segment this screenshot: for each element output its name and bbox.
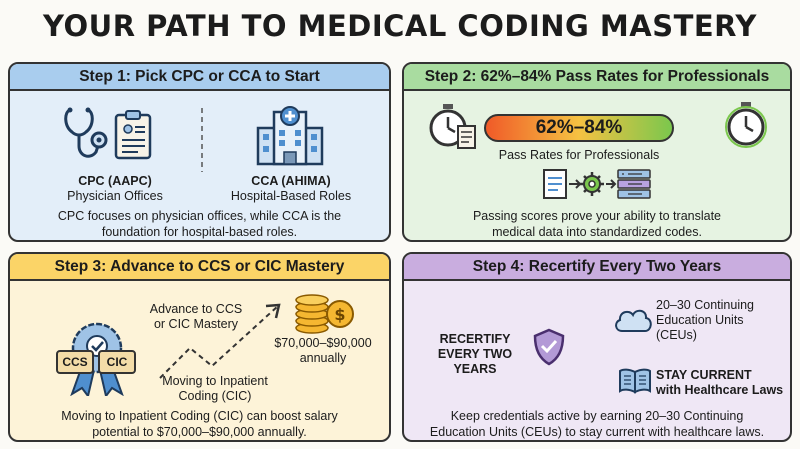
code-block-icon — [617, 169, 651, 199]
step4-blurb-line2: Education Units (CEUs) to stay current w… — [429, 425, 765, 439]
stopwatch-icon — [725, 102, 767, 148]
gear-icon — [580, 172, 604, 196]
ccs-badge: CCS — [56, 350, 94, 374]
growth-arrow — [159, 303, 281, 379]
recertify-line2: EVERY TWO YEARS — [437, 347, 513, 376]
open-book-icon — [619, 368, 651, 394]
cic-badge: CIC — [98, 350, 136, 374]
divider — [201, 108, 203, 172]
ceu-line2: Education Units — [656, 313, 744, 327]
process-flow — [543, 169, 651, 199]
step2-blurb-line1: Passing scores prove your ability to tra… — [472, 209, 722, 223]
cca-subtitle: Hospital-Based Roles — [230, 189, 352, 203]
advance-line1: Advance to CCS — [149, 302, 243, 316]
salary-line2: annually — [299, 351, 347, 365]
step1-panel: Step 1: Pick CPC or CCA to Start CPC (AA… — [8, 62, 391, 242]
step3-header: Step 3: Advance to CCS or CIC Mastery — [10, 254, 389, 281]
step1-header: Step 1: Pick CPC or CCA to Start — [10, 64, 389, 91]
ceu-label: 20–30 Continuing Education Units (CEUs) — [656, 298, 766, 343]
dollar-coin-icon: $ — [326, 300, 354, 328]
step2-blurb-line2: medical data into standardized codes. — [492, 225, 702, 239]
pass-rate-caption: Pass Rates for Professionals — [498, 148, 660, 162]
stopwatch-icon — [429, 104, 476, 149]
salary-label: $70,000–$90,000 annually — [268, 336, 378, 366]
step4-blurb-line1: Keep credentials active by earning 20–30… — [450, 409, 744, 423]
coin-stack-icon: $ — [295, 294, 354, 334]
clipboard-icon — [114, 110, 152, 160]
stay-current-line2: with Healthcare Laws — [656, 383, 784, 397]
cloud-icon — [615, 309, 652, 332]
step2-header: Step 2: 62%–84% Pass Rates for Professio… — [404, 64, 790, 91]
stay-current-label: STAY CURRENT with Healthcare Laws — [656, 368, 786, 398]
moving-label: Moving to Inpatient Coding (CIC) — [150, 374, 280, 404]
recertify-line1: RECERTIFY — [439, 332, 511, 346]
ceu-line1: 20–30 Continuing — [656, 298, 754, 312]
page-title: YOUR PATH TO MEDICAL CODING MASTERY — [43, 9, 757, 43]
shield-check-icon — [533, 328, 565, 366]
step4-header: Step 4: Recertify Every Two Years — [404, 254, 790, 281]
moving-line2: Coding (CIC) — [178, 389, 252, 403]
hospital-icon — [256, 106, 324, 166]
step1-blurb-line1: CPC focuses on physician offices, while … — [57, 209, 342, 223]
stay-current-line1: STAY CURRENT — [656, 368, 752, 382]
svg-text:$: $ — [334, 305, 345, 324]
step3-blurb-line1: Moving to Inpatient Coding (CIC) can boo… — [61, 409, 338, 423]
pass-rate-bar — [484, 114, 674, 142]
advance-label: Advance to CCS or CIC Mastery — [136, 302, 256, 332]
pass-rate-bar-label: 62%–84% — [535, 117, 623, 138]
step3-blurb-line2: potential to $70,000–$90,000 annually. — [92, 425, 307, 439]
step3-panel: Step 3: Advance to CCS or CIC Mastery CC… — [8, 252, 391, 442]
recertify-label: RECERTIFY EVERY TWO YEARS — [420, 332, 530, 377]
cpc-title: CPC (AAPC) — [78, 174, 152, 188]
cca-title: CCA (AHIMA) — [251, 174, 331, 188]
step1-blurb-line2: foundation for hospital-based roles. — [101, 225, 298, 239]
cpc-subtitle: Physician Offices — [67, 189, 163, 203]
salary-line1: $70,000–$90,000 — [274, 336, 372, 350]
advance-line2: or CIC Mastery — [153, 317, 239, 331]
step2-panel: Step 2: 62%–84% Pass Rates for Professio… — [402, 62, 792, 242]
document-icon — [543, 169, 567, 199]
step4-panel: Step 4: Recertify Every Two Years 20–30 … — [402, 252, 792, 442]
stethoscope-icon — [64, 107, 108, 158]
ceu-line3: (CEUs) — [656, 328, 697, 342]
moving-line1: Moving to Inpatient — [162, 374, 268, 388]
